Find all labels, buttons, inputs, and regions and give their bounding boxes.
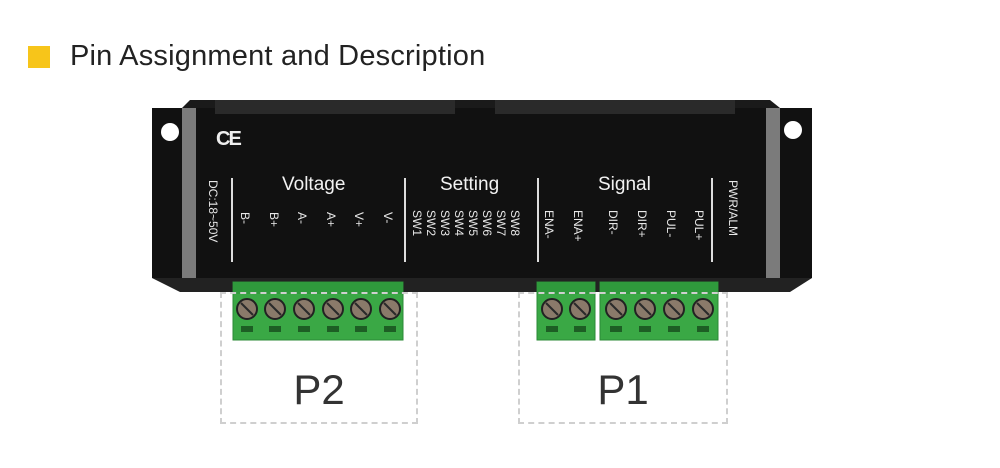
switch-label: SW7 [494,210,508,237]
pin-label: V+ [352,212,366,228]
section-header: Pin Assignment and Description [28,40,485,73]
p2-dashed-frame [220,292,418,424]
switch-label: SW3 [438,210,452,237]
p2-terminal-block [232,281,404,341]
pin-label: DIR+ [635,210,649,238]
pin-label: PUL- [664,210,678,238]
pin-label: A- [295,212,309,224]
page-title: Pin Assignment and Description [70,40,486,72]
ce-mark: CE [216,128,242,150]
signal-group-title: Signal [598,174,651,195]
setting-group-title: Setting [440,174,500,195]
voltage-group-title: Voltage [282,174,346,195]
switch-label: SW4 [452,210,466,237]
mount-hole-left [161,123,179,141]
pin-label: B- [238,212,252,224]
driver-housing [152,108,812,278]
yellow-square-icon [28,45,50,68]
terminal-screw [322,298,344,332]
terminal-screw [663,298,685,332]
pin-label: V- [381,212,395,224]
heatsink-left [215,100,455,114]
switch-label: SW8 [508,210,522,237]
terminal-screw [692,298,714,332]
pin-label: ENA- [542,210,556,239]
p1-dashed-frame [518,292,728,424]
terminal-screw [293,298,315,332]
pin-label: ENA+ [571,210,585,242]
terminal-screw [264,298,286,332]
heatsink-right [495,100,735,114]
side-rail-left [182,108,196,278]
terminal-screw [605,298,627,332]
switch-label: SW5 [466,210,480,237]
pwr-alm-label: PWR/ALM [726,180,740,237]
pin-label: A+ [324,212,338,228]
pin-label: DIR- [606,210,620,235]
switch-label: SW1 [410,210,424,237]
terminal-screw [379,298,401,332]
terminal-screw [350,298,372,332]
terminal-screw [236,298,258,332]
terminal-screw [541,298,563,332]
pin-label: PUL+ [692,210,706,241]
p2-label: P2 [293,366,345,413]
pin-label: B+ [267,212,281,228]
switch-label: SW6 [480,210,494,237]
mount-hole-right [784,121,802,139]
dc-voltage-label: DC:18~50V [206,180,220,243]
terminal-screw [569,298,591,332]
p1-label: P1 [597,366,649,413]
switch-label: SW2 [424,210,438,237]
terminal-screw [634,298,656,332]
side-rail-right [766,108,780,278]
